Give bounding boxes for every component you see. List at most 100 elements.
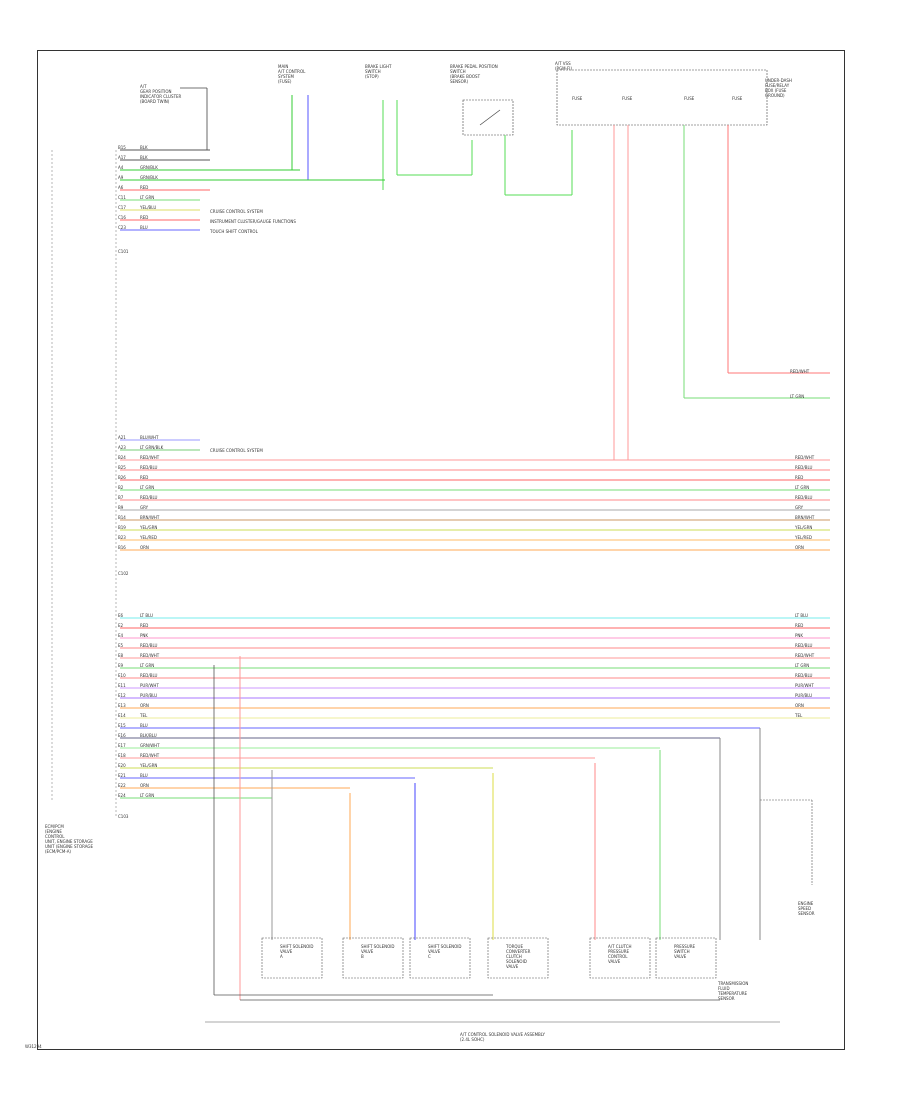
wire-color: BLU: [140, 773, 148, 778]
wire-color: BRN/WHT: [140, 515, 160, 520]
wire-color-right: RED: [795, 475, 803, 480]
wire-color: GRN/BLK: [140, 175, 158, 180]
wire-color: RED: [140, 185, 148, 190]
solenoid-box: [589, 937, 651, 979]
connector-id-3: C103: [118, 814, 129, 819]
wire-pin: B2: [118, 485, 124, 490]
solenoid-box: [655, 937, 717, 979]
wire-pin: E5: [118, 643, 124, 648]
wire-pin: E11: [118, 683, 126, 688]
wire-color-right: ORN: [795, 545, 804, 550]
wire-color: RED/BLU: [140, 643, 158, 648]
wire-color: RED/BLU: [140, 673, 158, 678]
wire-color: PNK: [140, 633, 148, 638]
wire-pin: A6: [118, 185, 124, 190]
wire-color-right: GRY: [795, 505, 804, 510]
wire-color-right: LT BLU: [795, 613, 808, 618]
wire-pin: E10: [118, 673, 126, 678]
wire-pin: E2: [118, 623, 124, 628]
wire-pin: E20: [118, 763, 126, 768]
wire-color-right: RED/BLU: [795, 465, 813, 470]
wire-color: RED: [140, 475, 148, 480]
wire-color: RED/BLU: [140, 465, 158, 470]
wire-color: GRN/BLK: [140, 165, 158, 170]
wire-color: LT GRN: [140, 485, 154, 490]
wire-color: RED/WHT: [140, 653, 160, 658]
wire-pin: E22: [118, 783, 126, 788]
solenoid-drops: [205, 656, 813, 1023]
wire-color: RED: [140, 215, 148, 220]
wire-pin: A4: [118, 165, 124, 170]
wire-pin: B15: [118, 145, 126, 150]
wire-color: RED: [140, 623, 148, 628]
wire-pin: C17: [118, 205, 126, 210]
wire-pin: B7: [118, 495, 124, 500]
wire-pin: E9: [118, 663, 124, 668]
fuse-label: FUSE: [684, 96, 695, 101]
wire-pin: C16: [118, 215, 126, 220]
wire-color: GRN/WHT: [140, 743, 160, 748]
wire-color-right: RED/BLU: [795, 495, 813, 500]
wire-pin: E16: [118, 733, 126, 738]
wire-color: BLU: [140, 225, 148, 230]
wire-color-right: RED/WHT: [795, 653, 815, 658]
wire-color-right: RED/WHT: [795, 455, 815, 460]
wire-color-right: PUR/BLU: [795, 693, 812, 698]
wire-pin: C11: [118, 195, 126, 200]
wire-color: GRY: [140, 505, 149, 510]
wire-color: BLK: [140, 145, 148, 150]
wire-color-right: RED/BLU: [795, 643, 813, 648]
wire-pin: A17: [118, 155, 126, 160]
wire-color: LT GRN: [140, 793, 154, 798]
label-right-2: LT GRN: [790, 394, 804, 399]
wire-pin: E4: [118, 633, 124, 638]
wire-color: PUR/WHT: [140, 683, 159, 688]
wire-pin: E12: [118, 693, 126, 698]
label-cruise: CRUISE CONTROL SYSTEM: [210, 448, 263, 453]
wire-color: RED/WHT: [140, 455, 160, 460]
wire-pin: E15: [118, 723, 126, 728]
wire-pin: B23: [118, 535, 126, 540]
connector-id-2: C102: [118, 571, 129, 576]
wire-pin: B16: [118, 545, 126, 550]
wire-color-right: PNK: [795, 633, 803, 638]
wire-color: YEL/GRN: [139, 763, 157, 768]
wire-pin: B26: [118, 475, 126, 480]
wire-pin: A9: [118, 175, 124, 180]
wire-pin: E21: [118, 773, 126, 778]
wire-color: RED/BLU: [140, 495, 158, 500]
label-solenoid-assembly: A/T CONTROL SOLENOID VALVE ASSEMBLY(2.4L…: [460, 1032, 545, 1042]
wire-pin: A21: [118, 435, 126, 440]
wire-pin: E13: [118, 703, 126, 708]
solenoid-box: [487, 937, 549, 979]
wire-color: LT GRN: [140, 663, 154, 668]
label-vss: A/T VSS(PGM-FI): [555, 61, 572, 71]
wire-color: ORN: [140, 545, 149, 550]
wire-pin: E6: [118, 613, 124, 618]
wire-pin: E18: [118, 753, 126, 758]
wire-color: LT GRN: [140, 195, 154, 200]
wire-pin: E17: [118, 743, 126, 748]
wire-color-right: BRN/WHT: [795, 515, 815, 520]
wire-color: YEL/BLU: [139, 205, 156, 210]
label-right-1: RED/WHT: [790, 369, 810, 374]
wire-color: YEL/RED: [139, 535, 157, 540]
wire-color-right: PUR/WHT: [795, 683, 814, 688]
wire-pin: A23: [118, 445, 126, 450]
fuse-label: FUSE: [622, 96, 633, 101]
